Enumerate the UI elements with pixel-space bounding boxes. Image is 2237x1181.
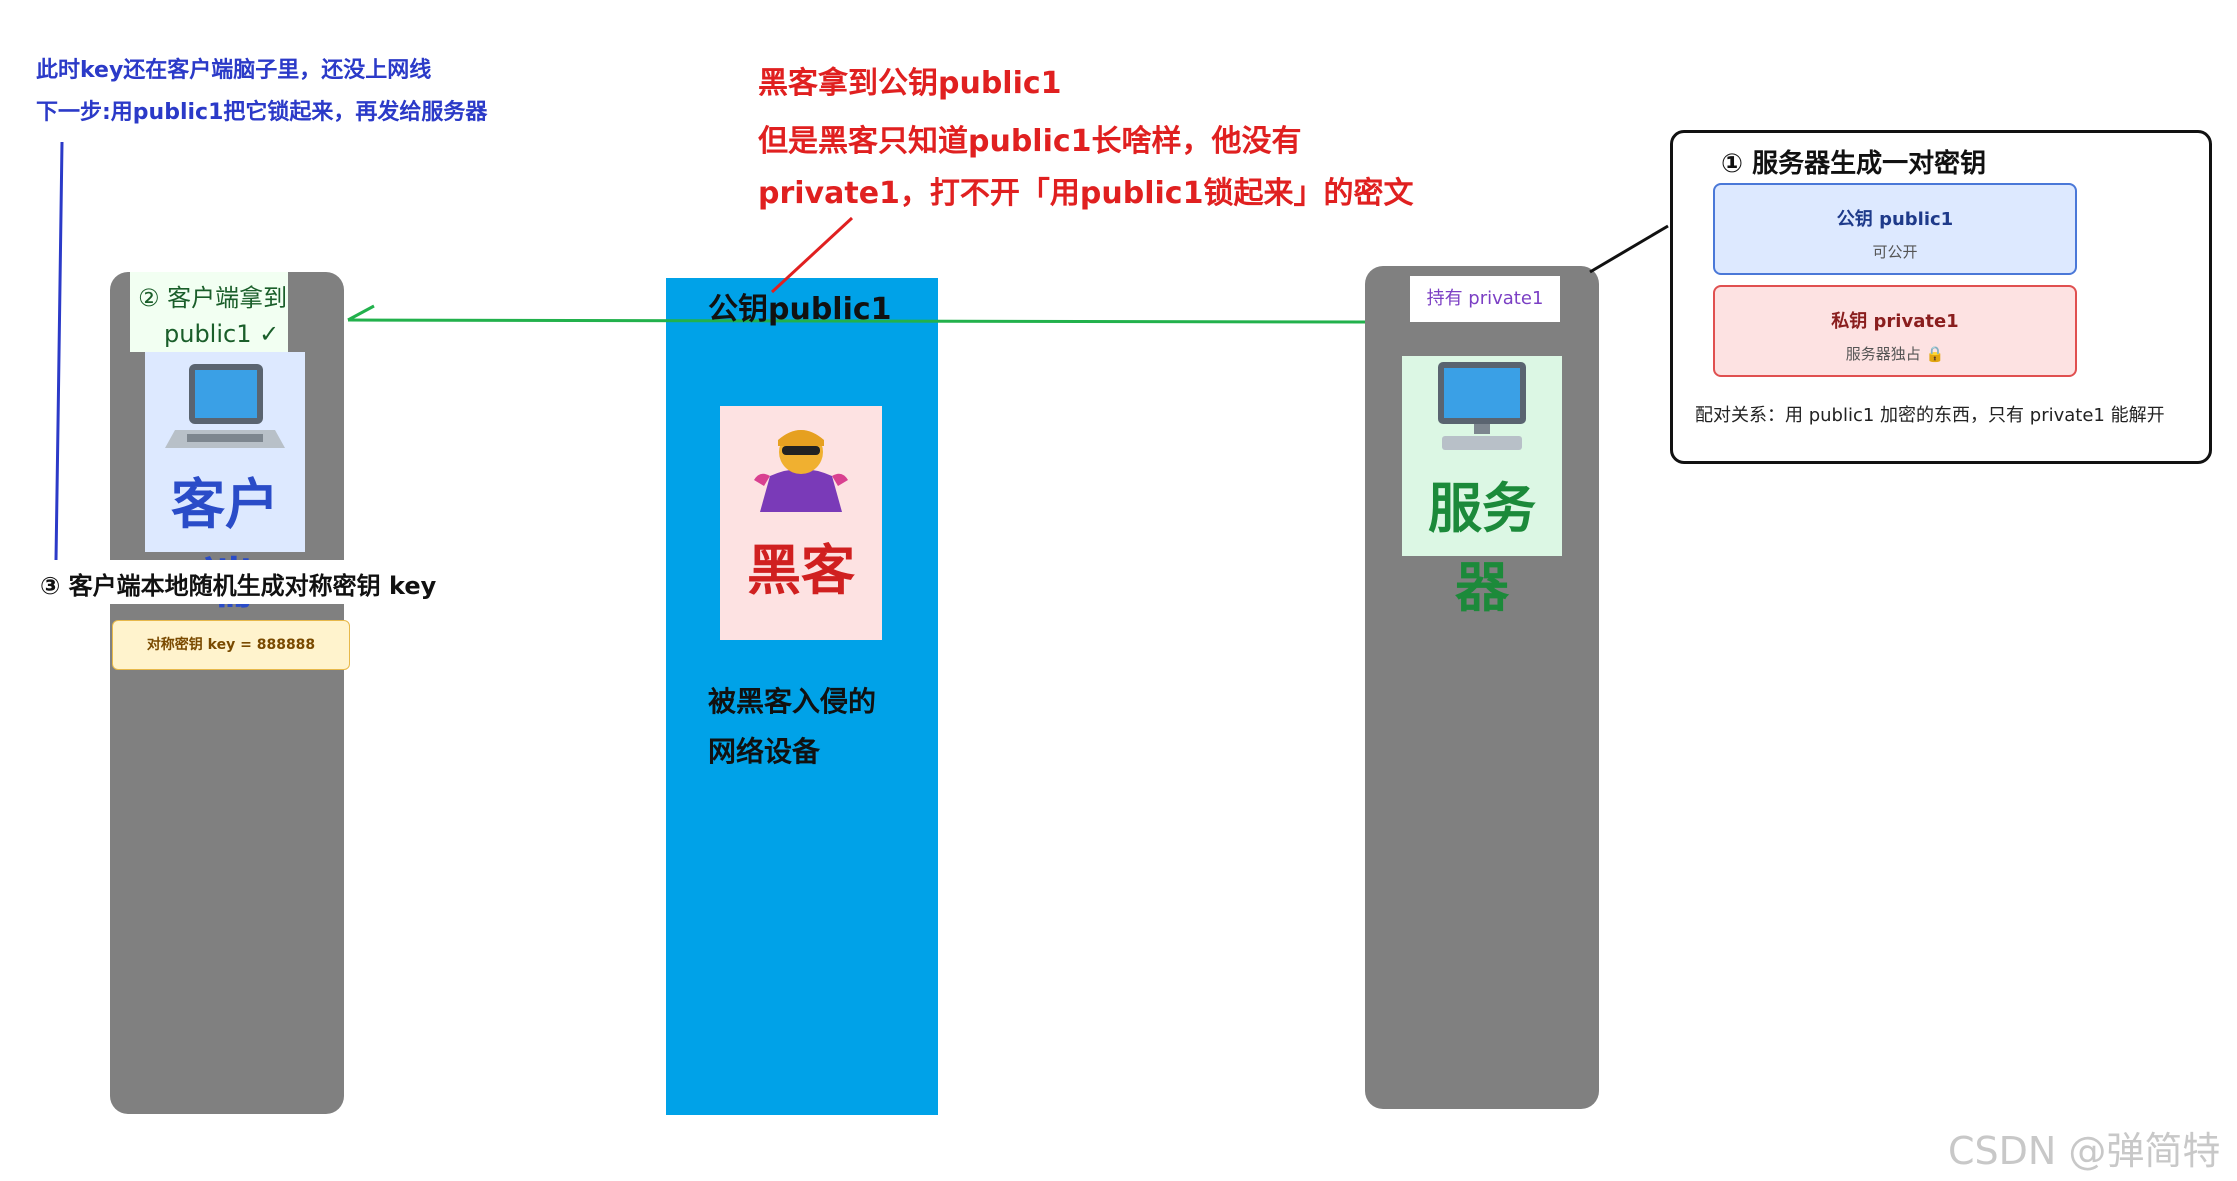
client-step2-line2: public1 ✓ — [164, 320, 280, 348]
private-key-card-sub: 服务器独占 🔒 — [1845, 345, 1945, 363]
public-key-arrowhead — [347, 304, 375, 322]
symmetric-key-box: 对称密钥 key = 888888 — [112, 620, 350, 670]
keypair-panel: ① 服务器生成一对密钥 公钥 public1 可公开 私钥 private1 服… — [1670, 130, 2212, 464]
hacker-title: 黑客 — [747, 539, 855, 602]
public-key-arrow-line — [347, 318, 1366, 324]
device-label-line1: 被黑客入侵的 — [708, 685, 877, 718]
client-step3-label: ③ 客户端本地随机生成对称密钥 key — [40, 572, 437, 600]
client-card: 客户端 — [145, 352, 305, 615]
hacker-card: 黑客 — [720, 406, 882, 640]
server-card: 服务器 — [1402, 356, 1562, 619]
public-key-label: 公钥public1 — [708, 292, 892, 327]
server-holds-box: 持有 private1 — [1410, 276, 1560, 322]
note-hacker-line2: 但是黑客只知道public1长啥样，他没有 — [758, 124, 1302, 159]
villain-icon — [754, 430, 848, 512]
desktop-computer-icon — [1438, 362, 1526, 450]
keypair-relation-text: 配对关系：用 public1 加密的东西，只有 private1 能解开 — [1695, 405, 2165, 426]
note-hacker-line3: private1，打不开「用public1锁起来」的密文 — [758, 176, 1414, 211]
public-key-card-sub: 可公开 — [1872, 243, 1918, 261]
keypair-panel-title: ① 服务器生成一对密钥 — [1721, 149, 1987, 179]
private-key-card-title: 私钥 private1 — [1831, 311, 1959, 332]
private-key-card: 私钥 private1 服务器独占 🔒 — [1713, 285, 2077, 377]
symmetric-key-value: 对称密钥 key = 888888 — [146, 637, 316, 653]
server-title: 服务器 — [1428, 477, 1536, 619]
public-key-card-title: 公钥 public1 — [1836, 209, 1954, 230]
note-client-line1: 此时key还在客户端脑子里，还没上网线 — [36, 58, 432, 83]
red-pointer-line — [770, 216, 854, 294]
note-hacker-line1: 黑客拿到公钥public1 — [758, 66, 1062, 101]
watermark: CSDN @弹简特 — [1948, 1129, 2221, 1173]
client-step2-box: ② 客户端拿到 public1 ✓ — [130, 272, 288, 352]
client-step2-line1: ② 客户端拿到 — [138, 284, 288, 312]
note-client-line2: 下一步:用public1把它锁起来，再发给服务器 — [36, 100, 488, 125]
blue-margin-line — [54, 141, 64, 561]
client-step3-box: ③ 客户端本地随机生成对称密钥 key — [36, 560, 456, 604]
laptop-icon — [165, 364, 285, 448]
panel-connector-line — [1589, 224, 1669, 274]
server-holds-label: 持有 private1 — [1426, 288, 1544, 309]
device-label-line2: 网络设备 — [708, 735, 821, 768]
public-key-card: 公钥 public1 可公开 — [1713, 183, 2077, 275]
